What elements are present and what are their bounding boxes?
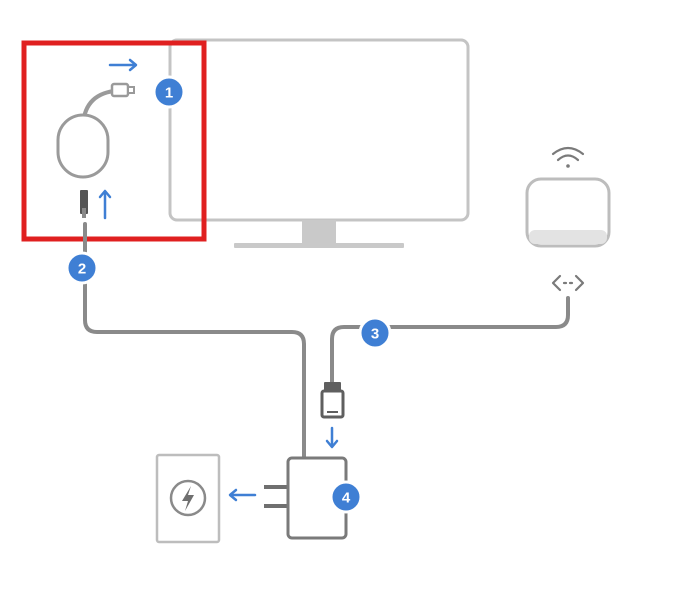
step-label: 4 [342,490,351,507]
wifi-router-icon [525,146,611,292]
arrow-left-icon [228,488,257,502]
arrows [98,58,339,502]
step-label: 3 [371,326,379,343]
step-badge-4: 4 [329,480,363,514]
wifi-signal-icon [551,146,585,168]
step-badge-3: 3 [358,316,392,350]
step-badge-2: 2 [65,251,99,285]
power-outlet-icon [155,453,221,544]
lightning-icon [182,486,194,511]
arrow-up-icon [98,189,112,220]
highlight-frame [21,40,207,242]
arrow-down-icon [325,426,339,449]
step-label: 2 [78,261,86,278]
cables [83,222,570,460]
tv-monitor-icon [168,38,470,248]
usb-cable [83,222,306,460]
arrow-right-icon [108,58,138,72]
ethernet-cable [330,296,570,386]
chromecast-dongle-icon [56,82,135,218]
ethernet-port-icon [551,274,585,292]
step-label: 1 [165,85,173,102]
step-badge-1: 1 [152,75,186,109]
ethernet-plug-icon [320,382,345,419]
